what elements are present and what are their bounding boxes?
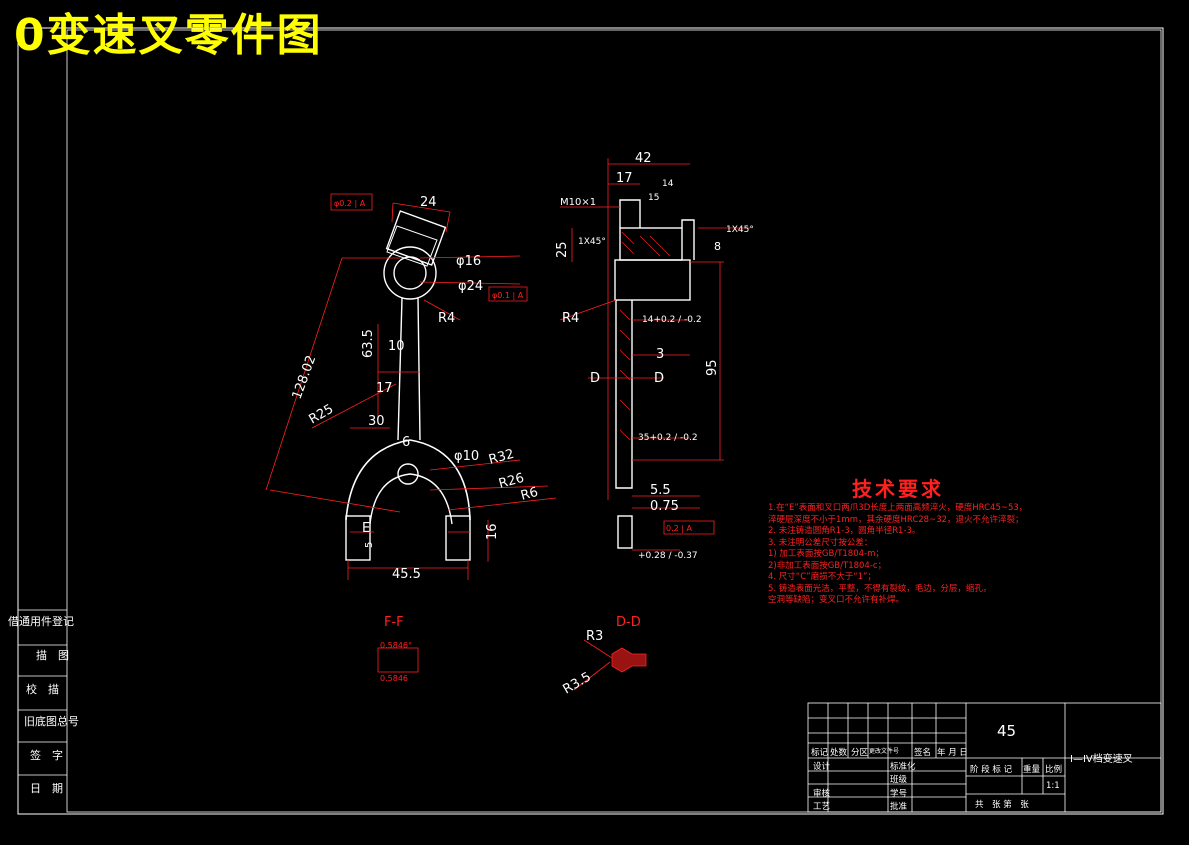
dim-15: 15 — [648, 193, 659, 203]
tb-weight: 重量 — [1023, 765, 1041, 775]
tb-row-count: 处数 — [830, 748, 848, 758]
tb-student: 学号 — [890, 789, 908, 799]
dim-5: 5 — [364, 542, 375, 548]
side-strip — [18, 609, 67, 776]
dim-25: 25 — [555, 241, 570, 258]
dim-r25: R25 — [307, 402, 337, 428]
dim-r4: R4 — [438, 311, 455, 326]
drawing-banner-title: 0变速叉零件图 — [14, 10, 323, 61]
dim-17b: 17 — [616, 171, 633, 186]
part-name: I—IV档变速叉 — [1070, 754, 1133, 765]
tech-line: 2)非加工表面按GB/T1804-c； — [768, 560, 887, 571]
tb-row-doc: 更改文件号 — [869, 748, 900, 755]
tb-stage: 阶 段 标 记 — [970, 765, 1013, 775]
dim-128: 128.02 — [290, 353, 320, 401]
dim-0-75: 0.75 — [650, 499, 679, 514]
hatch-right — [619, 231, 671, 441]
dim-phi24: φ24 — [458, 279, 483, 294]
dim-5-5: 5.5 — [650, 483, 671, 498]
dim-8: 8 — [714, 240, 721, 253]
title-block-grid — [807, 702, 1162, 813]
dim-r26: R26 — [497, 471, 526, 492]
tb-scale-label: 比例 — [1045, 765, 1063, 775]
side-label-old-number: 旧底图总号 — [24, 715, 79, 728]
tb-class: 班级 — [890, 775, 908, 785]
dim-r4b: R4 — [562, 311, 579, 326]
fork-left-view — [345, 210, 471, 561]
outer-frame — [17, 27, 1164, 815]
side-label-check: 校 描 — [26, 683, 59, 696]
dim-3: 3 — [656, 347, 664, 362]
dim-r3: R3 — [586, 629, 603, 644]
dim-r3-5: R3.5 — [561, 670, 594, 698]
tb-checker: 审核 — [813, 789, 831, 799]
gtol-3: 0.2 | A — [666, 524, 693, 533]
gtol-1: φ0.2 | A — [334, 199, 366, 208]
tech-line: 3. 未注明公差尺寸按公差： — [768, 537, 873, 548]
angle-2: 0.5846 — [380, 674, 408, 683]
chamfer-1: 1X45° — [578, 237, 606, 247]
dim-16: 16 — [485, 523, 500, 540]
tb-approve: 批准 — [890, 802, 908, 812]
tb-sheets: 共 张 第 张 — [975, 800, 1029, 810]
tb-process: 工艺 — [813, 802, 831, 812]
dim-m10: M10×1 — [560, 197, 596, 208]
tech-line: 5. 铸造表面光洁，平整，不得有裂纹，毛边，分层，缩孔， — [768, 583, 992, 594]
dim-r6: R6 — [519, 485, 540, 504]
dim-phi10: φ10 — [454, 449, 479, 464]
tech-line: 4. 尺寸“C”磨损不大于“1”； — [768, 572, 876, 582]
tech-requirements-title: 技术要求 — [852, 477, 944, 501]
tb-standardized: 标准化 — [890, 762, 916, 772]
tech-line: 2. 未注铸造圆角R1-3，圆角半径R1-3。 — [768, 526, 921, 536]
tol-14: 14+0.2 / -0.2 — [642, 315, 702, 325]
dim-6: 6 — [402, 435, 410, 450]
dim-42: 42 — [635, 151, 652, 166]
dims-left — [265, 193, 557, 580]
dim-r32: R32 — [487, 447, 516, 468]
material-value: 45 — [997, 722, 1017, 740]
section-mark-d2: D — [654, 371, 664, 386]
dim-95: 95 — [705, 359, 720, 376]
inner-frame — [66, 29, 1162, 813]
tb-row-zone: 分区 — [851, 748, 869, 758]
side-label-sign: 签 字 — [30, 749, 63, 762]
tech-line: 1) 加工表面按GB/T1804-m； — [768, 549, 884, 559]
tech-line: 空洞等缺陷；变叉口不允许有补焊。 — [768, 595, 905, 605]
tech-line: 1.在“E”表面和叉口两爪3D长度上两面高频淬火，硬度HRC45~53， — [768, 503, 1028, 513]
tb-scale-value: 1:1 — [1046, 781, 1060, 791]
dim-14: 14 — [662, 179, 674, 189]
tb-row-sign: 签名 — [914, 748, 932, 758]
gtol-2: φ0.1 | A — [492, 291, 524, 300]
dim-24: 24 — [420, 195, 437, 210]
dim-phi16: φ16 — [456, 254, 481, 269]
view-label-dd: D-D — [616, 615, 641, 630]
side-label-trace: 描 图 — [36, 649, 69, 662]
view-label-ff: F-F — [384, 615, 404, 630]
tb-row-mark: 标记 — [811, 748, 829, 758]
section-mark-d1: D — [590, 371, 600, 386]
dims-right — [559, 158, 750, 551]
tb-designer: 设计 — [813, 762, 831, 772]
side-label-date: 日 期 — [30, 782, 63, 795]
dim-17: 17 — [376, 381, 393, 396]
section-mark-e: E — [362, 521, 370, 536]
section-detail — [377, 639, 647, 691]
tech-requirements-list: 1.在“E”表面和叉口两爪3D长度上两面高频淬火，硬度HRC45~53， 淬硬层… — [768, 503, 1027, 607]
fork-right-view — [614, 199, 695, 549]
tb-row-date: 年 月 日 — [937, 748, 968, 758]
dim-45-5: 45.5 — [392, 567, 421, 582]
dim-texts: 24 φ16 φ24 R4 128.02 63.5 10 17 R25 30 6… — [290, 151, 754, 697]
tech-line: 淬硬层深度不小于1mm，其余硬度HRC28~32，退火不允许淬裂； — [768, 514, 1024, 525]
dim-10: 10 — [388, 339, 405, 354]
chamfer-2: 1X45° — [726, 225, 754, 235]
dim-63-5: 63.5 — [361, 329, 376, 358]
tol-35: 35+0.2 / -0.2 — [638, 433, 698, 443]
angle-1: 0.5846° — [380, 641, 412, 650]
side-label-borrowed: 借通用件登记 — [8, 615, 74, 628]
dim-30: 30 — [368, 414, 385, 429]
tol-028: +0.28 / -0.37 — [638, 551, 698, 561]
